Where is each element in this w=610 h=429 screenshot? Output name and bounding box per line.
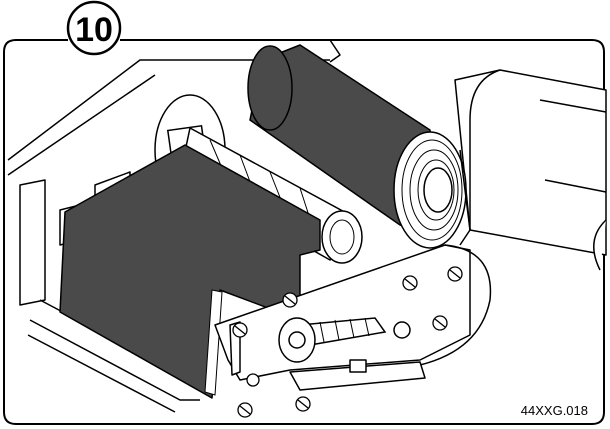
figure-code: 44XXG.018 bbox=[521, 403, 588, 418]
figure-frame bbox=[3, 39, 605, 425]
locking-lever bbox=[278, 317, 411, 363]
ribbon-supply-roll bbox=[247, 44, 471, 249]
side-housing bbox=[454, 69, 607, 271]
screws bbox=[232, 266, 463, 418]
step-number: 10 bbox=[75, 11, 113, 49]
ribbon-edge-strip bbox=[204, 289, 223, 396]
step-number-badge: 10 bbox=[66, 0, 122, 56]
ribbon-film bbox=[59, 144, 321, 399]
